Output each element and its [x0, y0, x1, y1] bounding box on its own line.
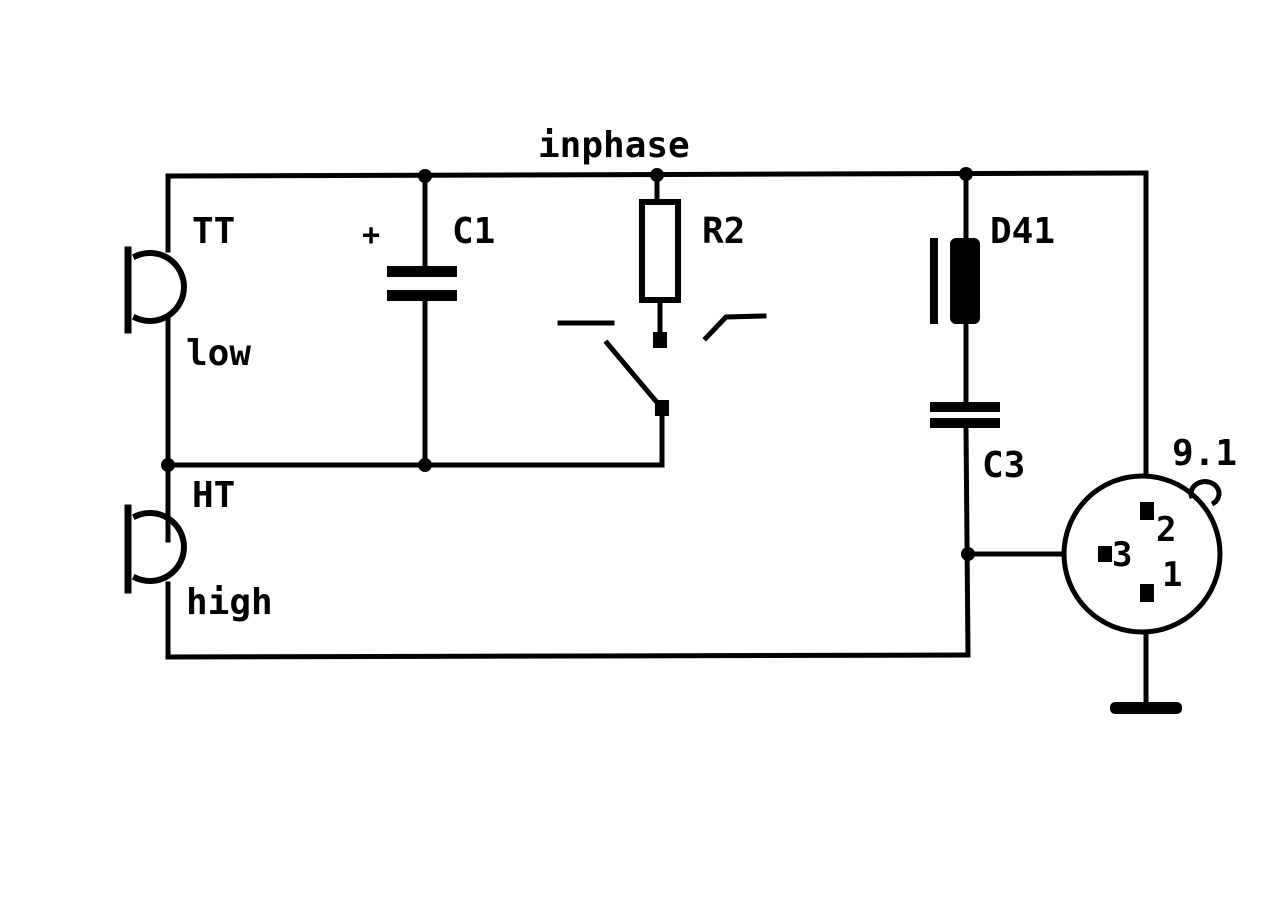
c3-label: C3 [982, 445, 1025, 486]
c1-label: C1 [452, 211, 495, 252]
junction-dot [418, 458, 432, 472]
pin-1-label: 1 [1162, 555, 1182, 595]
tt-note-label: low [186, 333, 251, 374]
resistor-r2-icon [639, 199, 681, 303]
ht-label: HT [192, 475, 235, 516]
c1-polarity-label: + [362, 218, 380, 253]
capacitor-c1-icon [387, 266, 457, 301]
junction-dot [161, 458, 175, 472]
pin-2-label: 2 [1156, 510, 1176, 550]
connector-icon [1061, 473, 1223, 635]
inductor-d41-icon [930, 238, 980, 324]
capacitor-c3-icon [930, 402, 1000, 428]
ground-icon [1110, 702, 1182, 714]
ht-note-label: high [186, 582, 273, 623]
connector-label: 9.1 [1172, 433, 1237, 474]
wire-c3-bottom [963, 425, 971, 658]
wires [165, 170, 1149, 709]
junctions [161, 167, 975, 561]
junction-dot [959, 167, 973, 181]
wire-bottom-rail [165, 652, 971, 660]
junction-dot [650, 168, 664, 182]
tt-label: TT [192, 211, 235, 252]
r2-label: R2 [702, 211, 745, 252]
microphone-ht-icon [124, 504, 187, 594]
junction-dot [418, 169, 432, 183]
net-label: inphase [538, 125, 690, 166]
microphone-tt-icon [124, 246, 187, 334]
switch-icon [557, 313, 767, 416]
pin-3-label: 3 [1112, 535, 1132, 575]
d41-label: D41 [990, 211, 1055, 252]
junction-dot [961, 547, 975, 561]
